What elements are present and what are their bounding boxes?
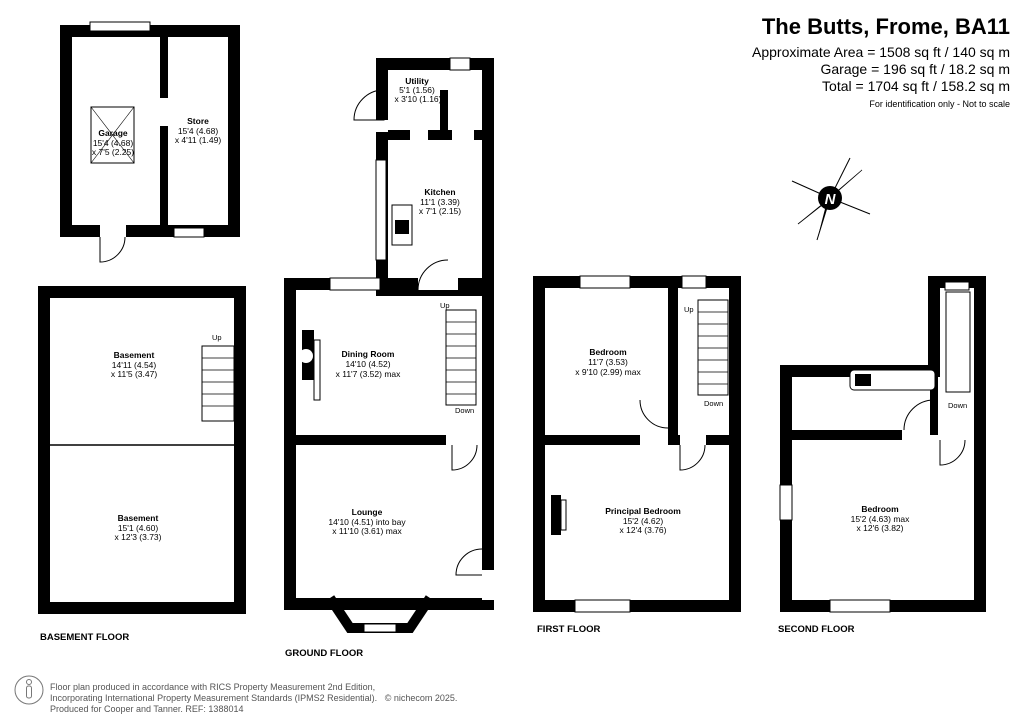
door	[353, 89, 385, 121]
header: The Butts, Frome, BA11 Approximate Area …	[752, 14, 1010, 109]
footer: Floor plan produced in accordance with R…	[50, 682, 457, 715]
footer-line: Floor plan produced in accordance with R…	[50, 682, 376, 692]
second-floor-plan	[779, 276, 986, 613]
basement-plan	[38, 286, 246, 614]
room-dim: 11'1 (3.39)	[420, 197, 460, 207]
room-dim: 14'11 (4.54)	[112, 360, 157, 370]
room-name: Store	[187, 116, 209, 126]
room-dim: 15'2 (4.63) max	[851, 514, 911, 524]
room-name: Dining Room	[342, 349, 395, 359]
door	[99, 236, 126, 263]
room-dim: x 11'7 (3.52) max	[336, 369, 402, 379]
room-dim: 15'4 (4.68)	[93, 138, 134, 148]
footer-text: Incorporating International Property Mea…	[50, 693, 378, 703]
room-name: Lounge	[352, 507, 383, 517]
floor-label: FIRST FLOOR	[537, 624, 600, 635]
window	[449, 57, 471, 71]
compass-icon: N	[791, 157, 871, 241]
room-dim: x 7'1 (2.15)	[419, 206, 461, 216]
garage-area: Garage = 196 sq ft / 18.2 sq m	[820, 61, 1011, 77]
stairs-label: Up	[684, 305, 694, 314]
window	[779, 484, 793, 521]
copyright: © nichecom 2025.	[384, 693, 458, 703]
compass-north-label: N	[825, 191, 837, 208]
room-name: Kitchen	[424, 187, 455, 197]
room-dim: 15'2 (4.62)	[623, 516, 664, 526]
fireplace	[551, 495, 561, 535]
stairs-label: Up	[212, 333, 222, 342]
room-dim: 5'1 (1.56)	[399, 85, 435, 95]
room-dim: x 4'11 (1.49)	[175, 135, 222, 145]
window	[375, 159, 387, 261]
room-dim: x 11'10 (3.61) max	[332, 526, 402, 536]
window	[173, 227, 205, 238]
ground-floor-plan	[284, 57, 494, 633]
room-name: Garage	[98, 128, 128, 138]
ipms-person-icon	[14, 675, 44, 705]
room-name: Basement	[114, 350, 155, 360]
room-name: Utility	[405, 76, 429, 86]
window	[681, 275, 707, 289]
roof-light-icon	[90, 106, 135, 164]
footer-line: Produced for Cooper and Tanner. REF: 138…	[50, 704, 244, 714]
room-dim: 15'4 (4.68)	[178, 126, 219, 136]
door	[451, 444, 478, 471]
window	[329, 277, 381, 291]
room-dim: 14'10 (4.51) into bay	[328, 517, 406, 527]
approx-area: Approximate Area = 1508 sq ft / 140 sq m	[752, 44, 1010, 60]
staircase	[697, 299, 729, 396]
room-dim: 15'1 (4.60)	[118, 523, 159, 533]
door	[455, 548, 483, 576]
room-dim: 11'7 (3.53)	[588, 357, 628, 367]
first-floor-plan	[533, 275, 741, 613]
room-dim: x 12'6 (3.82)	[857, 523, 904, 533]
garage-building	[60, 21, 240, 263]
window	[579, 275, 631, 289]
room-dim: x 12'3 (3.73)	[115, 532, 162, 542]
room-dim: x 9'10 (2.99) max	[575, 367, 641, 377]
footer-line: Incorporating International Property Mea…	[50, 693, 457, 704]
stairs-label: Down	[704, 399, 723, 408]
stairs-label: Up	[440, 301, 450, 310]
stairs-label: Down	[948, 401, 967, 410]
staircase	[445, 309, 477, 406]
bath-icon	[849, 369, 936, 391]
window	[829, 599, 891, 613]
floor-label: BASEMENT FLOOR	[40, 632, 129, 643]
staircase	[945, 291, 971, 393]
room-dim: 14'10 (4.52)	[345, 359, 390, 369]
property-title: The Butts, Frome, BA11	[761, 14, 1010, 39]
room-name: Principal Bedroom	[605, 506, 681, 516]
stairs-label: Down	[455, 406, 474, 415]
room-dim: x 7'5 (2.25)	[92, 147, 134, 157]
disclaimer: For identification only - Not to scale	[869, 99, 1010, 109]
floor-label: GROUND FLOOR	[285, 648, 363, 659]
total-area: Total = 1704 sq ft / 158.2 sq m	[822, 78, 1010, 94]
room-dim: x 3'10 (1.16)	[395, 94, 442, 104]
door	[417, 259, 449, 291]
window	[89, 21, 151, 32]
room-dim: x 11'5 (3.47)	[111, 369, 158, 379]
floor-label: SECOND FLOOR	[778, 624, 855, 635]
window	[574, 599, 631, 613]
room-name: Bedroom	[861, 504, 899, 514]
room-name: Bedroom	[589, 347, 627, 357]
room-dim: x 12'4 (3.76)	[620, 525, 667, 535]
room-name: Basement	[118, 513, 159, 523]
staircase	[201, 345, 235, 422]
